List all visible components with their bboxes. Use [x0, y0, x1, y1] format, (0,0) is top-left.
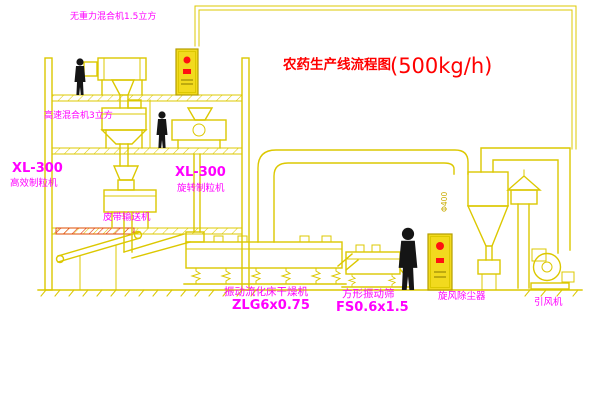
vibrator-motor [371, 244, 381, 253]
induced-draft-fan [530, 248, 575, 290]
fan-base [530, 282, 570, 290]
label-granulator-left-name: 高效制粒机 [10, 177, 58, 189]
label-high-speed-mixer: 高速混合机3立方 [44, 109, 113, 121]
label-sieve-model: FS0.6x1.5 [336, 300, 409, 315]
label-top-mixer: 无重力混合机1.5立方 [70, 10, 156, 22]
rain-cap [506, 175, 542, 191]
plow-mixer [83, 57, 147, 109]
label-dryer-name: 振动流化床干燥机 [224, 285, 308, 298]
label-granulator-mid-name: 旋转制粒机 [177, 182, 225, 194]
duct-diameter-annotation: Φ400 [440, 192, 449, 212]
rotary-granulator [171, 107, 227, 233]
fan-volute [532, 252, 562, 282]
control-panel-upper [175, 48, 199, 96]
label-belt-conveyor: 皮带输送机 [103, 211, 151, 223]
label-cyclone: 旋风除尘器 [438, 290, 486, 302]
panel-indicator-light [436, 242, 444, 250]
belt-conveyor [55, 230, 143, 291]
cyclone-outlet-duct [480, 147, 571, 254]
dust-bin [477, 259, 501, 275]
exhaust-stack [506, 169, 542, 289]
building-frame [37, 57, 583, 297]
red-floor-hatch [55, 227, 135, 235]
overhead-pipe [194, 5, 577, 150]
panel-red-button [183, 69, 191, 74]
diagram-title-rate: (500kg/h) [390, 54, 492, 78]
worker-figure [156, 111, 168, 148]
worker-figure [398, 227, 418, 290]
vibrator-motor [355, 244, 365, 253]
label-granulator-mid-model: XL-300 [175, 165, 226, 180]
funnel [112, 165, 140, 181]
ground-hatch [40, 289, 579, 297]
fluid-bed-dryer [183, 231, 347, 285]
mixer-motor [83, 61, 98, 77]
cyclone-separator [466, 171, 510, 291]
feed-hopper [186, 107, 214, 121]
label-fan: 引风机 [534, 296, 563, 308]
diagram-title: 农药生产线流程图 [282, 56, 391, 73]
label-sieve-name: 方形振动筛 [342, 287, 395, 300]
panel-indicator-light [183, 56, 191, 64]
dryer-exhaust-duct [257, 149, 469, 243]
granulator-lower [103, 165, 191, 259]
panel-red-button [436, 258, 444, 263]
high-speed-mixer [100, 99, 148, 167]
control-panel-lower [427, 233, 453, 291]
label-granulator-left-model: XL-300 [12, 161, 63, 176]
fan-motor [561, 271, 575, 283]
label-dryer-model: ZLG6x0.75 [232, 298, 310, 313]
fan-outlet [531, 248, 547, 262]
